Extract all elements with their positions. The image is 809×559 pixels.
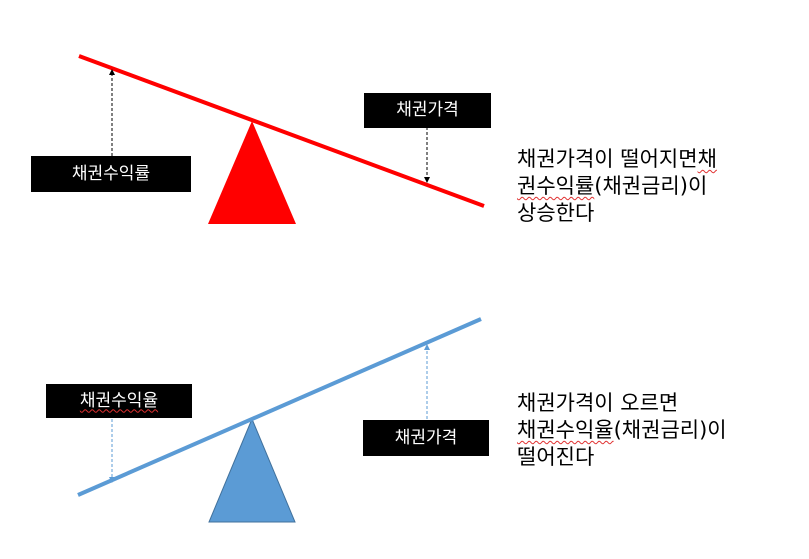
top-yield-label: 채권수익률 (31, 156, 191, 192)
top-fulcrum-triangle (208, 121, 296, 224)
top-desc-line2-rest: (채권금리)이 (594, 174, 708, 198)
bottom-fulcrum-triangle (208, 417, 296, 523)
bottom-desc-line2-term: 채권수익율 (517, 418, 614, 442)
top-description-line-2: 권수익률(채권금리)이 (517, 173, 717, 200)
top-description-line-3: 상승한다 (517, 201, 595, 225)
top-yield-label-text: 채권수익률 (71, 163, 151, 184)
bottom-description-line-2: 채권수익율(채권금리)이 (517, 417, 727, 444)
bottom-seesaw-beam (77, 317, 482, 497)
bottom-desc-line2-rest: (채권금리)이 (613, 418, 727, 442)
bottom-description-line-3: 떨어진다 (517, 445, 595, 469)
bottom-description: 채권가격이 오르면 채권수익율(채권금리)이 떨어진다 (517, 390, 727, 471)
top-desc-line2-term: 권수익률 (517, 174, 595, 198)
top-desc-line1-text: 채권가격이 떨어지면 (517, 147, 698, 171)
bottom-price-label-text: 채권가격 (394, 427, 458, 448)
top-description: 채권가격이 떨어지면채 권수익률(채권금리)이 상승한다 (517, 146, 717, 227)
top-price-label-text: 채권가격 (396, 100, 459, 120)
top-description-line-1: 채권가격이 떨어지면채 (517, 146, 717, 173)
bottom-description-line-1: 채권가격이 오르면 (517, 391, 679, 415)
bottom-yield-label: 채권수익율 (46, 384, 192, 418)
top-desc-line1-tail: 채 (697, 147, 717, 171)
bottom-price-label: 채권가격 (363, 420, 489, 456)
top-price-label: 채권가격 (364, 93, 491, 128)
bottom-yield-label-text: 채권수익율 (79, 390, 159, 411)
top-seesaw-beam (78, 54, 485, 208)
